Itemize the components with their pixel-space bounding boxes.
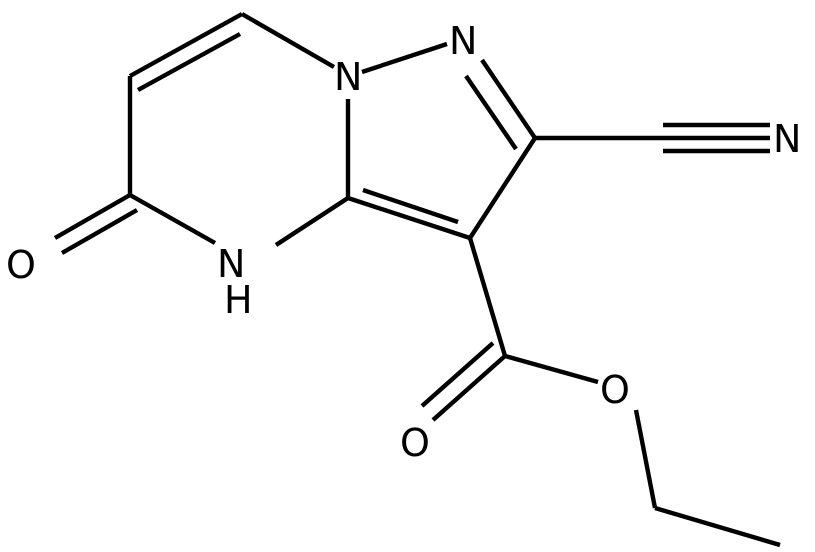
atom-n-nitrile: N [773, 117, 801, 161]
atom-o-ester: O [600, 368, 630, 412]
bond-n1-n2 [361, 41, 448, 75]
bond-c-carbonyl-o-ester [504, 353, 599, 385]
bond-c3-c-carbonyl [467, 237, 508, 357]
atom-nh: N [217, 242, 245, 286]
bond-n2-c2-inner [464, 74, 518, 151]
bond-c-carbonyl-o [431, 354, 507, 422]
bond-c3-c3a [347, 195, 471, 241]
bond-ch2-ch3 [654, 505, 781, 548]
bond-c7-c6-inner [136, 32, 242, 92]
bond-c7-n1 [240, 12, 336, 69]
atom-o-carbonyl: O [400, 421, 430, 465]
bond-c7-c6 [128, 12, 244, 78]
bond-c2-c3 [468, 136, 537, 240]
bond-nh-c3a [274, 196, 350, 247]
bond-c5-o-keto-2 [60, 208, 139, 255]
bond-o-ester-ch2 [633, 409, 658, 509]
atom-n2: N [449, 19, 477, 63]
bond-c5-o-keto [53, 193, 132, 240]
atom-o-keto: O [6, 243, 36, 287]
bond-n2-c2 [480, 58, 537, 140]
atom-n1: N [334, 55, 362, 99]
bond-c5-nh [128, 193, 217, 245]
bond-c3-c3a-inner [362, 187, 459, 225]
bond-c-carbonyl-o-2 [420, 341, 495, 408]
atom-h: H [224, 278, 253, 322]
